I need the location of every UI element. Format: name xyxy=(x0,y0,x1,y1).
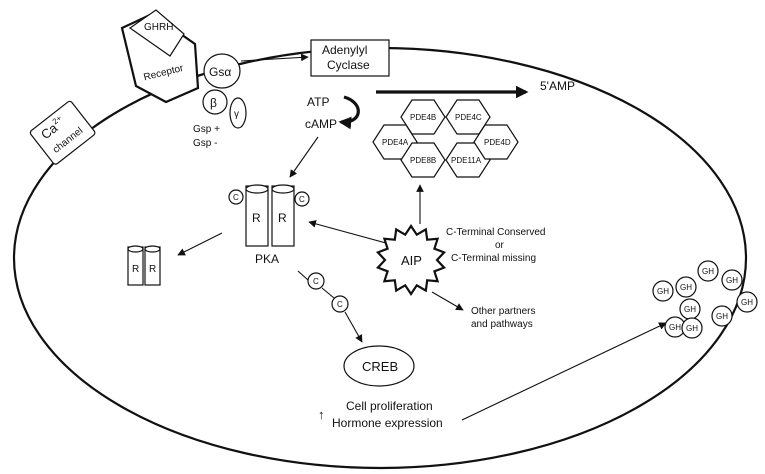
free-r-right-label: R xyxy=(149,264,156,275)
pde-4a-label: PDE4A xyxy=(382,138,409,147)
pka-r-right-top xyxy=(271,184,295,194)
gh-granule xyxy=(721,269,743,291)
free-r-left-label: R xyxy=(132,264,139,275)
beta-label: β xyxy=(210,96,217,110)
gh-granule-label: GH xyxy=(741,298,753,307)
aip-note-line2: or xyxy=(495,240,505,251)
aip-star xyxy=(375,224,447,296)
c-to-c-line xyxy=(321,287,335,299)
calcium-channel-box xyxy=(29,100,96,165)
pka-c-right xyxy=(294,191,310,207)
gsp-plus-label: Gsp + xyxy=(193,124,220,135)
other-pathways-label: and pathways xyxy=(471,319,533,330)
amp-label: 5'AMP xyxy=(540,79,575,93)
gh-granule xyxy=(652,280,674,302)
ghrh-ligand xyxy=(128,9,185,57)
pde-4c-label: PDE4C xyxy=(455,113,482,122)
gh-granule-label: GH xyxy=(716,312,728,321)
gamma-label: γ xyxy=(234,109,239,120)
pde-4a: PDE4A xyxy=(372,124,418,160)
adenylyl-cyclase-box: Adenylyl Cyclase xyxy=(310,39,390,77)
outcome-to-gh-arrow xyxy=(461,322,667,421)
gh-granule-label: GH xyxy=(702,267,714,276)
pde-4c: PDE4C xyxy=(445,99,491,135)
camp-label: cAMP xyxy=(305,117,337,131)
pka-c-left xyxy=(228,189,244,205)
gh-granule-label: GH xyxy=(680,283,692,292)
gh-granule xyxy=(736,291,758,313)
gh-granule xyxy=(711,305,733,327)
free-c-1 xyxy=(307,272,325,290)
free-c-2-label: C xyxy=(337,300,343,309)
gsa-to-cyclase-arrow xyxy=(240,53,309,62)
pde-11a-label: PDE11A xyxy=(451,156,482,165)
gs-alpha-subunit xyxy=(203,53,241,89)
gh-granule xyxy=(697,260,719,282)
pde-11a: PDE11A xyxy=(445,142,491,178)
gamma-subunit xyxy=(229,97,247,129)
pka-c-left-label: C xyxy=(233,193,239,202)
hormone-expression-label: Hormone expression xyxy=(332,416,443,430)
pde-4b-label: PDE4B xyxy=(410,113,436,122)
aip-to-pka-arrow xyxy=(308,220,387,244)
creb-label: CREB xyxy=(362,359,398,374)
free-c-1-label: C xyxy=(313,277,319,286)
pka-r-right-label: R xyxy=(278,211,287,225)
aip-note-line1: C-Terminal Conserved xyxy=(446,227,545,238)
pka-to-r-arrow xyxy=(177,232,223,256)
pka-holoenzyme: R R C C PKA xyxy=(228,184,310,266)
gh-granule-label: GH xyxy=(726,276,738,285)
ghrh-label: GHRH xyxy=(144,22,173,33)
adenylyl-label: Adenylyl xyxy=(322,43,367,57)
pka-r-left-label: R xyxy=(252,211,261,225)
c-to-creb-arrow xyxy=(344,311,363,343)
pde-8b: PDE8B xyxy=(400,142,446,178)
pka-to-c-line xyxy=(297,270,309,281)
calcium-channel: Ca 2+ channel xyxy=(29,100,96,165)
gh-granule-label: GH xyxy=(657,287,669,296)
free-r-left-top xyxy=(127,245,144,253)
pka-r-left-top xyxy=(245,184,269,194)
adenylyl-cyclase-rect xyxy=(310,39,390,77)
aip-note-line3: C-Terminal missing xyxy=(451,253,536,264)
g-protein: Gsα β γ Gsp + Gsp - xyxy=(193,53,247,149)
pde-4d: PDE4D xyxy=(473,124,519,160)
gh-granule-label: GH xyxy=(669,323,681,332)
free-r-subunits: R R xyxy=(127,245,161,286)
atp-label: ATP xyxy=(307,95,329,109)
aip-to-other-arrow xyxy=(431,291,464,311)
cyclase-label: Cyclase xyxy=(327,58,370,72)
pde-cluster: PDE4B PDE4C PDE4A PDE8B PDE11A PDE4D xyxy=(372,99,519,178)
aip-label: AIP xyxy=(401,253,422,268)
gh-granule-label: GH xyxy=(684,305,696,314)
free-c-2 xyxy=(331,295,349,313)
pde-4d-label: PDE4D xyxy=(484,138,511,147)
pde-8b-label: PDE8B xyxy=(410,156,436,165)
pka-label: PKA xyxy=(255,252,279,266)
creb-ellipse xyxy=(343,345,415,387)
gh-granule xyxy=(675,276,697,298)
gh-granule xyxy=(681,317,703,339)
other-partners-label: Other partners xyxy=(471,306,535,317)
camp-to-pka-arrow xyxy=(289,136,319,178)
ghrh-receptor: GHRH Receptor xyxy=(120,9,200,104)
gs-alpha-label: Gsα xyxy=(209,65,231,79)
up-arrow-glyph: ↑ xyxy=(318,407,325,422)
cell-proliferation-label: Cell proliferation xyxy=(346,399,433,413)
gh-granule-label: GH xyxy=(686,324,698,333)
pka-c-right-label: C xyxy=(299,195,305,204)
atp-to-camp-arrow xyxy=(338,95,360,130)
gsp-minus-label: Gsp - xyxy=(193,138,217,149)
beta-subunit xyxy=(202,89,228,115)
free-r-right-top xyxy=(144,245,161,253)
